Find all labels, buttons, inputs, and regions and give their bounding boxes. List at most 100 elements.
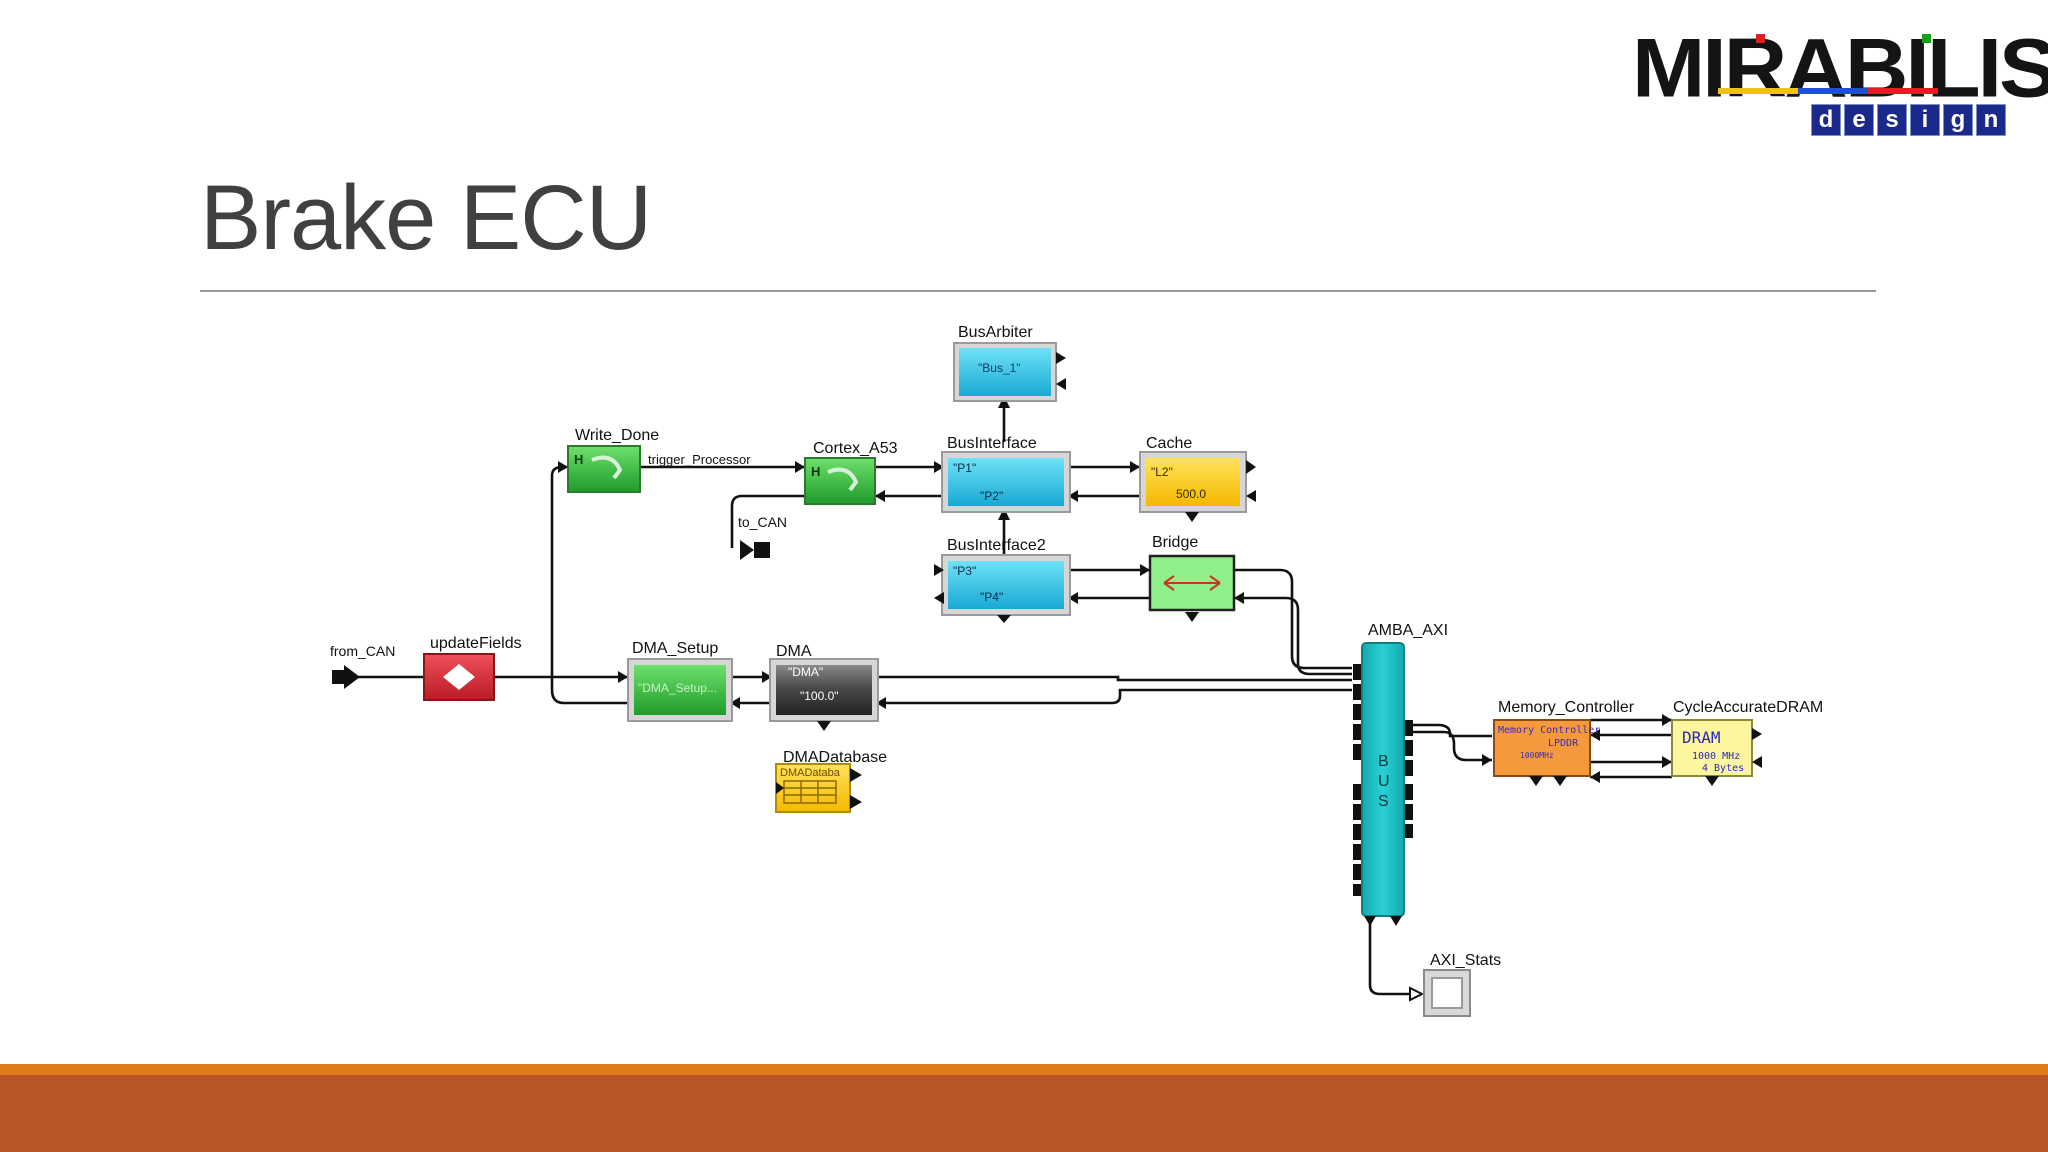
wire-dmasetup-return	[550, 677, 630, 705]
trigger-processor-label: trigger_Processor	[648, 452, 751, 467]
hook-icon	[827, 467, 859, 492]
memory-controller-freq: 1000MHz	[1520, 751, 1554, 760]
to-can-label: to_CAN	[738, 514, 787, 530]
logo-letter: s	[1877, 104, 1907, 136]
dram-width: 4 Bytes	[1702, 763, 1744, 774]
memory-controller-type: LPDDR	[1548, 738, 1579, 749]
arrow	[1140, 564, 1150, 576]
bridge-label: Bridge	[1152, 534, 1198, 551]
arrow	[1068, 592, 1078, 604]
bus-interface-p2: "P2"	[980, 489, 1003, 503]
logo-letter: e	[1844, 104, 1874, 136]
title-divider	[200, 290, 1876, 292]
cortex-a53-label: Cortex_A53	[813, 440, 898, 457]
wire-axi-stats	[1368, 922, 1422, 996]
dma-database-param: DMADataba	[780, 767, 841, 779]
arrow	[1662, 756, 1672, 768]
dram-freq: 1000 MHz	[1692, 751, 1740, 762]
memory-controller-block[interactable]: Memory_Controller Memory Controller LPDD…	[1493, 699, 1635, 786]
arrow	[795, 461, 805, 473]
dma-setup-label: DMA_Setup	[632, 640, 718, 657]
dram-label: CycleAccurateDRAM	[1673, 699, 1823, 716]
bus-letter: B	[1378, 753, 1389, 770]
dma-name: "DMA"	[788, 665, 823, 679]
arrow	[1409, 986, 1425, 1002]
axi-stats-block[interactable]: AXI_Stats	[1423, 952, 1501, 1017]
bridge-block[interactable]: Bridge	[1148, 534, 1236, 622]
dma-value: "100.0"	[800, 689, 839, 703]
cortex-a53-block[interactable]: Cortex_A53 H	[804, 440, 898, 505]
arrow	[875, 490, 885, 502]
wire-cortex-tocan	[730, 494, 805, 548]
logo-letter: i	[1910, 104, 1940, 136]
arrow	[1662, 714, 1672, 726]
update-fields-block[interactable]: updateFields	[423, 635, 522, 701]
cache-block[interactable]: Cache "L2" 500.0	[1139, 435, 1256, 522]
footer-band	[0, 1075, 2048, 1152]
memory-controller-label: Memory_Controller	[1498, 699, 1635, 716]
bus-interface-block[interactable]: BusInterface "P1" "P2"	[941, 435, 1071, 513]
write-done-label: Write_Done	[575, 427, 659, 444]
wire-update-writedone	[550, 465, 568, 677]
bus-letter: U	[1378, 773, 1390, 790]
dma-database-block[interactable]: DMADatabase DMADataba	[775, 749, 887, 813]
bus-interface2-p3: "P3"	[953, 564, 976, 578]
arrow	[558, 461, 568, 473]
bus-interface-label: BusInterface	[947, 435, 1037, 452]
arrow	[876, 697, 886, 709]
bus-arbiter-block[interactable]: BusArbiter "Bus_1"	[953, 324, 1066, 402]
footer-accent-stripe	[0, 1064, 2048, 1075]
bus-interface2-block[interactable]: BusInterface2 "P3" "P4"	[934, 537, 1071, 623]
arrow	[1130, 461, 1140, 473]
logo-letter: n	[1976, 104, 2006, 136]
bus-ports-left	[1353, 664, 1361, 896]
arrowheads	[558, 396, 1672, 1002]
table-icon	[783, 780, 837, 804]
bus-interface-p1: "P1"	[953, 461, 976, 475]
dma-block[interactable]: DMA "DMA" "100.0"	[769, 643, 879, 731]
bus-letter: S	[1378, 793, 1389, 810]
mirabilis-logo: MIRABILIS d e s i g n	[1628, 24, 2048, 136]
arrow	[730, 697, 740, 709]
write-done-icon: H	[574, 452, 583, 467]
dram-block[interactable]: CycleAccurateDRAM DRAM 1000 MHz 4 Bytes	[1671, 699, 1823, 786]
arrow	[1068, 490, 1078, 502]
update-fields-label: updateFields	[430, 635, 522, 652]
amba-axi-label: AMBA_AXI	[1368, 622, 1448, 639]
double-arrow-icon	[1163, 575, 1221, 591]
wire-dma-axi-2	[876, 688, 1352, 705]
cache-size: 500.0	[1176, 487, 1206, 501]
cache-level: "L2"	[1151, 465, 1173, 479]
logo-letter: d	[1811, 104, 1841, 136]
bus-arbiter-param: "Bus_1"	[978, 361, 1021, 375]
wire-bridge-axi-1	[1234, 568, 1352, 670]
logo-letter: g	[1943, 104, 1973, 136]
bus-interface2-label: BusInterface2	[947, 537, 1046, 554]
cache-label: Cache	[1146, 435, 1192, 452]
memory-controller-title: Memory Controller	[1498, 725, 1600, 736]
axi-stats-label: AXI_Stats	[1430, 952, 1501, 969]
dram-title: DRAM	[1682, 728, 1721, 747]
arrow	[762, 671, 772, 683]
hook-icon	[591, 455, 623, 480]
wire-axi-memctrl-2	[1412, 730, 1492, 762]
dma-setup-param: "DMA_Setup...	[638, 681, 717, 695]
amba-axi-bus[interactable]: AMBA_AXI B U S	[1353, 622, 1448, 926]
from-can-port[interactable]: from_CAN	[330, 643, 395, 689]
cortex-icon: H	[811, 464, 820, 479]
logo-wordmark: MIRABILIS	[1632, 20, 2048, 115]
dma-label: DMA	[776, 643, 812, 660]
arrow	[934, 461, 944, 473]
write-done-block[interactable]: Write_Done H	[567, 427, 659, 493]
bus-ports-right	[1405, 720, 1413, 838]
dma-database-label: DMADatabase	[783, 749, 887, 766]
bus-interface2-p4: "P4"	[980, 590, 1003, 604]
arrow	[618, 671, 628, 683]
to-can-port[interactable]: to_CAN	[738, 514, 787, 560]
dma-setup-block[interactable]: DMA_Setup "DMA_Setup...	[627, 640, 733, 722]
arrow	[1590, 771, 1600, 783]
arrow	[998, 508, 1010, 520]
arrow	[1482, 754, 1492, 766]
diamond-icon	[443, 664, 475, 690]
